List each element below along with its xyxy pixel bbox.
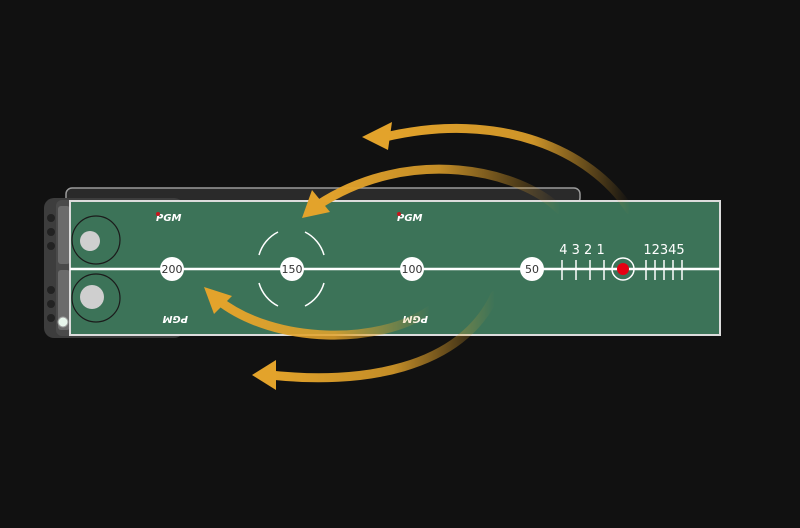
svg-text:PGM: PGM (397, 213, 423, 224)
ball-return-light (57, 316, 69, 328)
svg-text:150: 150 (282, 263, 303, 276)
arrow-top-inner (302, 164, 565, 218)
brand-logo-top-left: PGM (156, 212, 182, 224)
tick-marks-right (645, 260, 683, 280)
putting-hole (611, 257, 635, 281)
distance-marker-100: 100 (400, 257, 424, 281)
tick-labels-left: 4 3 2 1 (559, 243, 604, 258)
arrow-top-outer (362, 122, 635, 215)
tick-marks-left (561, 260, 605, 280)
arrow-bottom-outer (252, 290, 500, 390)
distance-marker-200: 200 (160, 257, 184, 281)
frame-bolts (47, 214, 55, 322)
arrow-bottom-inner (204, 287, 435, 340)
distance-marker-150: 150 (280, 257, 304, 281)
brand-logo-top-center: PGM (397, 212, 423, 224)
tick-labels-right: 12345 (643, 243, 684, 258)
svg-text:50: 50 (525, 263, 539, 276)
svg-text:PGM: PGM (156, 213, 182, 224)
distance-marker-50: 50 (520, 257, 544, 281)
svg-text:200: 200 (162, 263, 183, 276)
ball-return-cup-top (71, 215, 121, 265)
ball-return-cup-bottom (71, 273, 121, 323)
brand-logo-bottom-left: PGM (162, 313, 188, 324)
svg-text:100: 100 (402, 263, 423, 276)
svg-text:PGM: PGM (162, 313, 188, 324)
